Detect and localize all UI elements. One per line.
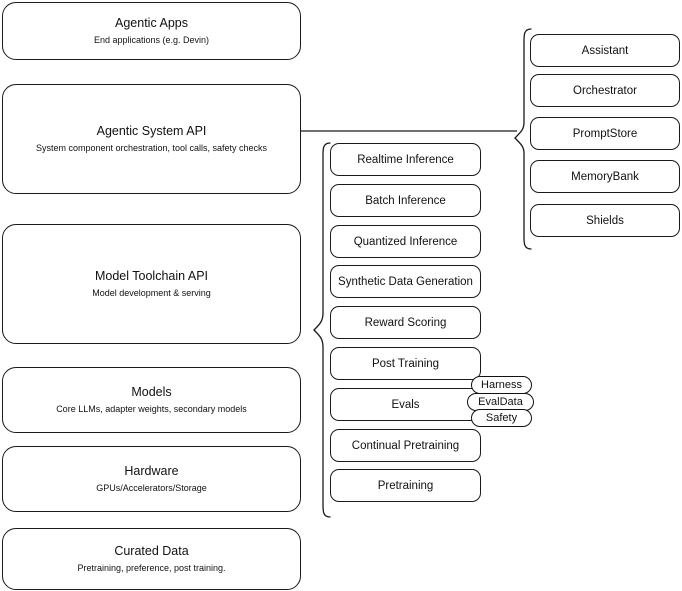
stack-layer-subtitle: System component orchestration, tool cal… xyxy=(35,143,268,154)
toolchain-item-label: Continual Pretraining xyxy=(351,439,460,452)
stack-layer-title: Model Toolchain API xyxy=(94,268,209,283)
toolchain-item-pretraining[interactable]: Pretraining xyxy=(330,469,481,502)
stack-layer-subtitle: Core LLMs, adapter weights, secondary mo… xyxy=(56,404,247,415)
system-api-item-label: PromptStore xyxy=(572,127,638,140)
stack-layer-agentic-system-api[interactable]: Agentic System API System component orch… xyxy=(2,84,301,194)
stack-layer-subtitle: GPUs/Accelerators/Storage xyxy=(96,483,207,494)
stack-layer-title: Hardware xyxy=(124,463,179,478)
toolchain-item-continual-pretraining[interactable]: Continual Pretraining xyxy=(330,429,481,462)
stack-layer-title: Agentic Apps xyxy=(115,15,188,30)
stack-layer-hardware[interactable]: Hardware GPUs/Accelerators/Storage xyxy=(2,446,301,512)
toolchain-item-label: Synthetic Data Generation xyxy=(338,275,473,288)
toolchain-item-evals[interactable]: Evals xyxy=(330,388,481,421)
stack-layer-curated-data[interactable]: Curated Data Pretraining, preference, po… xyxy=(2,528,301,590)
toolchain-item-reward-scoring[interactable]: Reward Scoring xyxy=(330,306,481,339)
system-api-item-label: Shields xyxy=(586,214,624,227)
system-api-item-assistant[interactable]: Assistant xyxy=(530,34,680,67)
toolchain-item-synthetic-data-generation[interactable]: Synthetic Data Generation xyxy=(330,265,481,298)
evals-tag-evaldata[interactable]: EvalData xyxy=(467,393,534,411)
toolchain-item-post-training[interactable]: Post Training xyxy=(330,347,481,380)
toolchain-item-batch-inference[interactable]: Batch Inference xyxy=(330,184,481,217)
toolchain-item-label: Post Training xyxy=(371,357,440,370)
system-api-item-memorybank[interactable]: MemoryBank xyxy=(530,160,680,193)
toolchain-item-label: Reward Scoring xyxy=(364,316,447,329)
system-api-item-label: Orchestrator xyxy=(573,84,637,97)
evals-tag-harness[interactable]: Harness xyxy=(471,376,532,394)
stack-layer-models[interactable]: Models Core LLMs, adapter weights, secon… xyxy=(2,367,301,433)
evals-tag-label: Harness xyxy=(481,379,522,391)
evals-tag-label: Safety xyxy=(485,412,518,424)
system-api-item-promptstore[interactable]: PromptStore xyxy=(530,117,680,150)
toolchain-brace xyxy=(312,141,332,519)
evals-tag-label: EvalData xyxy=(478,396,523,408)
stack-layer-title: Models xyxy=(131,384,172,399)
toolchain-item-quantized-inference[interactable]: Quantized Inference xyxy=(330,225,481,258)
system-api-item-orchestrator[interactable]: Orchestrator xyxy=(530,74,680,107)
system-api-item-label: Assistant xyxy=(581,44,629,57)
toolchain-item-label: Quantized Inference xyxy=(353,235,458,248)
stack-layer-subtitle: End applications (e.g. Devin) xyxy=(93,35,210,46)
toolchain-item-label: Pretraining xyxy=(377,479,434,492)
stack-layer-title: Curated Data xyxy=(114,543,189,558)
stack-layer-subtitle: Model development & serving xyxy=(92,288,211,299)
system-api-item-label: MemoryBank xyxy=(571,170,639,183)
toolchain-item-label: Batch Inference xyxy=(365,194,446,207)
stack-layer-model-toolchain-api[interactable]: Model Toolchain API Model development & … xyxy=(2,224,301,344)
toolchain-item-label: Evals xyxy=(391,398,420,411)
toolchain-item-realtime-inference[interactable]: Realtime Inference xyxy=(330,143,481,176)
system-api-item-shields[interactable]: Shields xyxy=(530,204,680,237)
stack-layer-subtitle: Pretraining, preference, post training. xyxy=(77,563,226,574)
system-api-connector-line xyxy=(301,126,517,136)
stack-layer-title: Agentic System API xyxy=(96,123,207,138)
toolchain-item-label: Realtime Inference xyxy=(357,153,454,166)
evals-tag-safety[interactable]: Safety xyxy=(471,409,532,427)
stack-layer-agentic-apps[interactable]: Agentic Apps End applications (e.g. Devi… xyxy=(2,2,301,60)
system-api-brace xyxy=(513,27,533,253)
